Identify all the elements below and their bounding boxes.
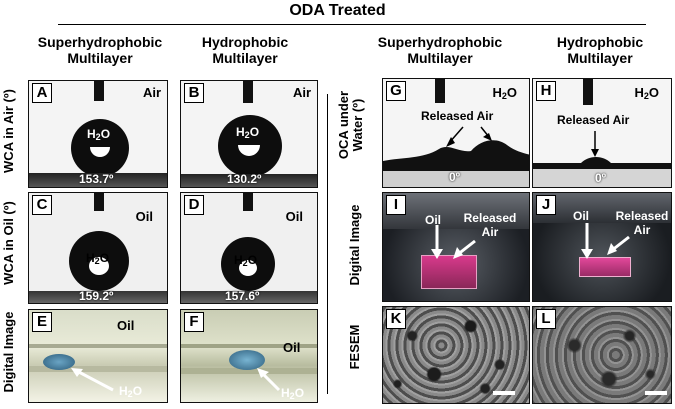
figure-title: ODA Treated bbox=[289, 2, 386, 19]
substrate-edge bbox=[29, 366, 167, 372]
medium-label: Oil bbox=[285, 209, 303, 224]
row-label-digital-right: Digital Image bbox=[347, 204, 362, 286]
arrow-icons bbox=[431, 225, 476, 259]
released-air-label: Released Air bbox=[557, 113, 630, 127]
row-label-fesem: FESEM bbox=[347, 324, 362, 370]
medium-label: H2O bbox=[634, 85, 659, 101]
arrow-icon bbox=[257, 368, 281, 392]
panel-letter: G bbox=[386, 81, 406, 101]
panel-letter: D bbox=[184, 195, 204, 215]
needle bbox=[243, 81, 253, 103]
panel-b: H2O 130.2º B Air bbox=[180, 80, 318, 188]
row-label-oca-line2: Water (º) bbox=[350, 98, 365, 152]
pink-sample bbox=[421, 255, 477, 289]
panel-k: K bbox=[382, 306, 530, 404]
panel-letter: E bbox=[32, 312, 52, 332]
column-divider bbox=[327, 94, 328, 394]
substrate bbox=[29, 173, 167, 187]
scale-bar bbox=[493, 391, 515, 395]
panel-f: H2O F Oil bbox=[180, 309, 318, 403]
panel-letter: J bbox=[536, 195, 556, 215]
needle bbox=[243, 193, 253, 211]
panel-letter: A bbox=[32, 83, 52, 103]
panel-c: H2O 159.2º C Oil bbox=[28, 192, 168, 304]
panel-l: L bbox=[532, 306, 672, 404]
row-label-oca-line1: OCA under bbox=[336, 90, 351, 160]
column-header-superhydrophobic-right: Superhydrophobic Multilayer bbox=[377, 34, 503, 66]
beaker-rim bbox=[533, 193, 671, 223]
pink-sample bbox=[579, 257, 631, 277]
panel-g: Released Air 0º G H2O bbox=[382, 78, 530, 188]
substrate bbox=[29, 291, 167, 303]
droplet-reflection bbox=[90, 147, 110, 157]
substrate bbox=[181, 174, 317, 187]
medium-label: Air bbox=[142, 85, 161, 100]
panel-letter: F bbox=[184, 312, 204, 332]
blue-water-drop bbox=[229, 350, 265, 370]
panel-j: Oil Released Air J bbox=[532, 192, 672, 302]
oil-surface bbox=[29, 344, 167, 348]
beaker-rim bbox=[383, 193, 529, 229]
column-header-superhydrophobic-left: Superhydrophobic Multilayer bbox=[37, 34, 163, 66]
medium-label: Oil bbox=[117, 318, 135, 333]
released-air-label: Released Air bbox=[463, 211, 517, 239]
medium-label: Oil bbox=[135, 209, 153, 224]
droplet-reflection bbox=[239, 260, 257, 276]
panel-i: Oil Released Air I bbox=[382, 192, 530, 302]
released-air-bubble bbox=[533, 131, 671, 187]
panel-letter: I bbox=[386, 195, 406, 215]
row-label-wca-air: WCA in Air (º) bbox=[1, 89, 16, 173]
oil-surface bbox=[181, 344, 317, 348]
medium-label: Air bbox=[292, 85, 311, 100]
column-header-hydrophobic-left: Hydrophobic Multilayer bbox=[201, 34, 289, 66]
released-air-bubbles bbox=[383, 126, 529, 187]
drop-label: H2O bbox=[119, 384, 143, 399]
blue-water-drop bbox=[43, 354, 75, 370]
oil-label: Oil bbox=[425, 213, 442, 227]
contact-angle: 0º bbox=[449, 170, 461, 184]
droplet-reflection bbox=[238, 145, 260, 156]
row-label-wca-oil: WCA in Oil (º) bbox=[1, 201, 16, 285]
droplet-reflection bbox=[89, 257, 109, 275]
column-header-hydrophobic-right: Hydrophobic Multilayer bbox=[556, 34, 644, 66]
row-label-digital-left: Digital Image bbox=[1, 311, 16, 393]
contact-angle: 159.2º bbox=[79, 289, 114, 303]
arrow-icon bbox=[71, 368, 114, 392]
drop-label: H2O bbox=[236, 125, 260, 140]
panel-a: H2O 153.7º A Air bbox=[28, 80, 168, 188]
drop-label: H2O bbox=[87, 127, 111, 142]
panel-letter: B bbox=[184, 83, 204, 103]
panel-d: H2O 157.6º D Oil bbox=[180, 192, 318, 304]
contact-angle: 153.7º bbox=[79, 172, 114, 186]
needle bbox=[435, 79, 445, 103]
panel-h: Released Air 0º H H2O bbox=[532, 78, 672, 188]
panel-letter: K bbox=[386, 309, 406, 329]
row-label-oca-water: OCA under Water (º) bbox=[326, 91, 374, 170]
medium-label: Oil bbox=[283, 340, 301, 355]
needle bbox=[94, 193, 104, 211]
drop-label: H2O bbox=[281, 386, 305, 401]
substrate bbox=[181, 291, 317, 303]
scale-bar bbox=[645, 391, 667, 395]
drop-label: H2O bbox=[234, 253, 258, 268]
panel-e: H2O E Oil bbox=[28, 309, 168, 403]
panel-letter: C bbox=[32, 195, 52, 215]
title-rule bbox=[58, 24, 646, 25]
contact-angle: 157.6º bbox=[225, 289, 260, 303]
contact-angle: 0º bbox=[595, 171, 607, 185]
needle bbox=[94, 81, 104, 101]
released-air-label: Released Air bbox=[421, 109, 494, 123]
panel-letter: H bbox=[536, 81, 556, 101]
substrate-edge bbox=[181, 368, 317, 374]
panel-letter: L bbox=[536, 309, 556, 329]
arrow-icons bbox=[581, 223, 630, 259]
oil-label: Oil bbox=[573, 209, 590, 223]
contact-angle: 130.2º bbox=[227, 172, 262, 186]
drop-label: H2O bbox=[86, 251, 110, 266]
needle bbox=[583, 79, 593, 105]
released-air-label: Released Air bbox=[615, 209, 669, 237]
medium-label: H2O bbox=[492, 85, 517, 101]
